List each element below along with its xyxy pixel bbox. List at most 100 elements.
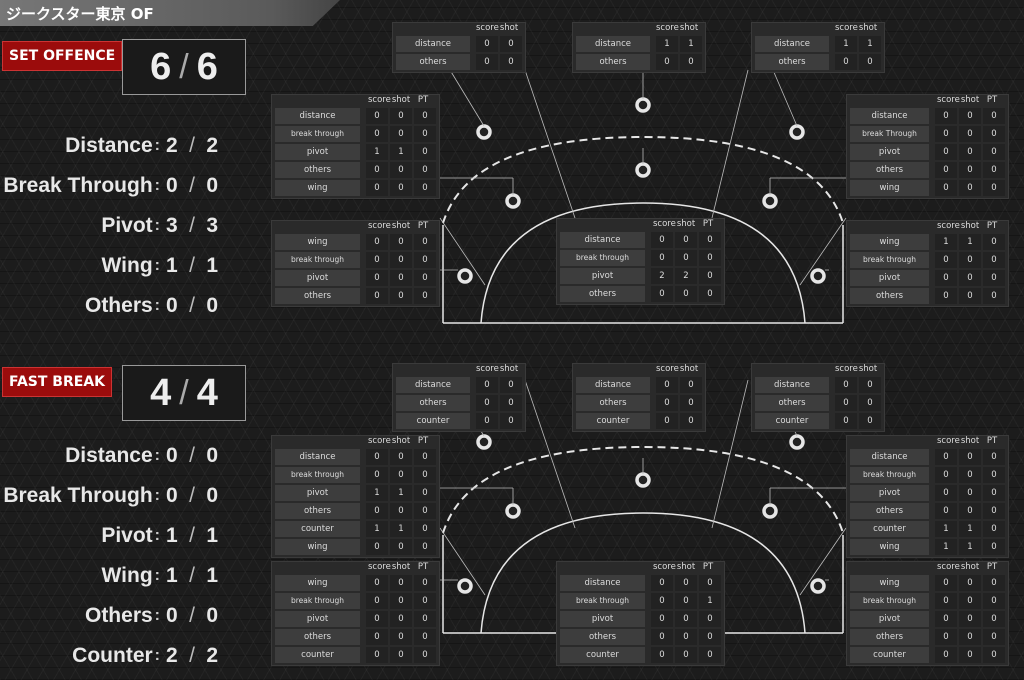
row-label: counter [850, 647, 929, 663]
cell-value: 0 [959, 647, 981, 663]
cell-value: 1 [959, 521, 981, 537]
row-label: pivot [560, 268, 645, 284]
cell-value: 0 [983, 611, 1005, 627]
stat-value: 1/1 [166, 564, 218, 588]
slash: / [189, 134, 195, 157]
stat-value: 1/1 [166, 254, 218, 278]
column-header: PT [986, 562, 998, 572]
cell-value: 0 [656, 377, 678, 393]
stat-row-pivot: Pivot:3/3 [101, 211, 218, 241]
cell-value: 0 [414, 234, 436, 250]
cell-value: 0 [959, 270, 981, 286]
cell-value: 1 [935, 539, 957, 555]
slash: / [189, 524, 195, 547]
cell-value: 0 [935, 611, 957, 627]
cell-value: 0 [680, 54, 702, 70]
column-header: shot [679, 364, 699, 374]
header-spacer [573, 364, 656, 377]
cell-value: 0 [366, 503, 388, 519]
stat-score: 2 [166, 134, 178, 157]
cell-value: 0 [651, 575, 673, 591]
slash: / [189, 604, 195, 627]
cell-value: 1 [366, 144, 388, 160]
row-label: distance [560, 232, 645, 248]
column-header: score [656, 364, 679, 374]
section-label-set-offence: SET OFFENCE [2, 41, 123, 71]
cell-value: 1 [859, 36, 881, 52]
stat-label: Counter [72, 644, 153, 667]
column-header: shot [858, 23, 878, 33]
stat-value: 0/0 [166, 294, 218, 318]
colon: : [154, 447, 160, 464]
cell-value: 0 [983, 521, 1005, 537]
stat-label: Wing [101, 564, 153, 587]
cell-value: 0 [959, 108, 981, 124]
row-label: counter [396, 413, 470, 429]
cell-value: 0 [680, 377, 702, 393]
cell-value: 0 [390, 270, 412, 286]
stat-value: 0/0 [166, 604, 218, 628]
cell-value: 0 [699, 232, 721, 248]
cell-value: 0 [935, 467, 957, 483]
colon: : [154, 297, 160, 314]
cell-value: 0 [859, 54, 881, 70]
stat-label: Others [84, 604, 153, 627]
slash: / [189, 644, 195, 667]
cell-value: 0 [983, 647, 1005, 663]
total-shot: 6 [196, 45, 218, 88]
colon: : [154, 487, 160, 504]
cell-value: 0 [680, 395, 702, 411]
row-label: others [850, 503, 929, 519]
row-label: wing [275, 234, 360, 250]
team-title: ジークスター東京 OF [6, 5, 154, 23]
row-label: counter [576, 413, 650, 429]
cell-value: 0 [983, 108, 1005, 124]
connector-line [524, 69, 576, 219]
header-pad [719, 219, 724, 232]
stat-shot: 1 [206, 524, 218, 547]
cell-value: 0 [935, 270, 957, 286]
cell-value: 0 [366, 108, 388, 124]
stat-shot: 2 [206, 134, 218, 157]
cell-value: 0 [366, 629, 388, 645]
column-header: score [653, 562, 676, 572]
row-label: counter [755, 413, 829, 429]
stat-label: Wing [101, 254, 153, 277]
cell-value: 0 [699, 250, 721, 266]
cell-value: 0 [699, 629, 721, 645]
column-header: shot [391, 95, 411, 105]
stat-score: 0 [166, 174, 178, 197]
cell-value: 0 [414, 449, 436, 465]
column-header: PT [702, 219, 714, 229]
shot-zone-marker [505, 193, 521, 209]
row-label: others [560, 629, 645, 645]
cell-value: 1 [390, 144, 412, 160]
cell-value: 0 [651, 232, 673, 248]
cell-value: 0 [983, 575, 1005, 591]
slash: / [189, 484, 195, 507]
row-label: others [850, 288, 929, 304]
cell-value: 1 [699, 593, 721, 609]
colon: : [154, 527, 160, 544]
row-label: others [560, 286, 645, 302]
cell-value: 0 [959, 288, 981, 304]
stat-shot: 0 [206, 444, 218, 467]
